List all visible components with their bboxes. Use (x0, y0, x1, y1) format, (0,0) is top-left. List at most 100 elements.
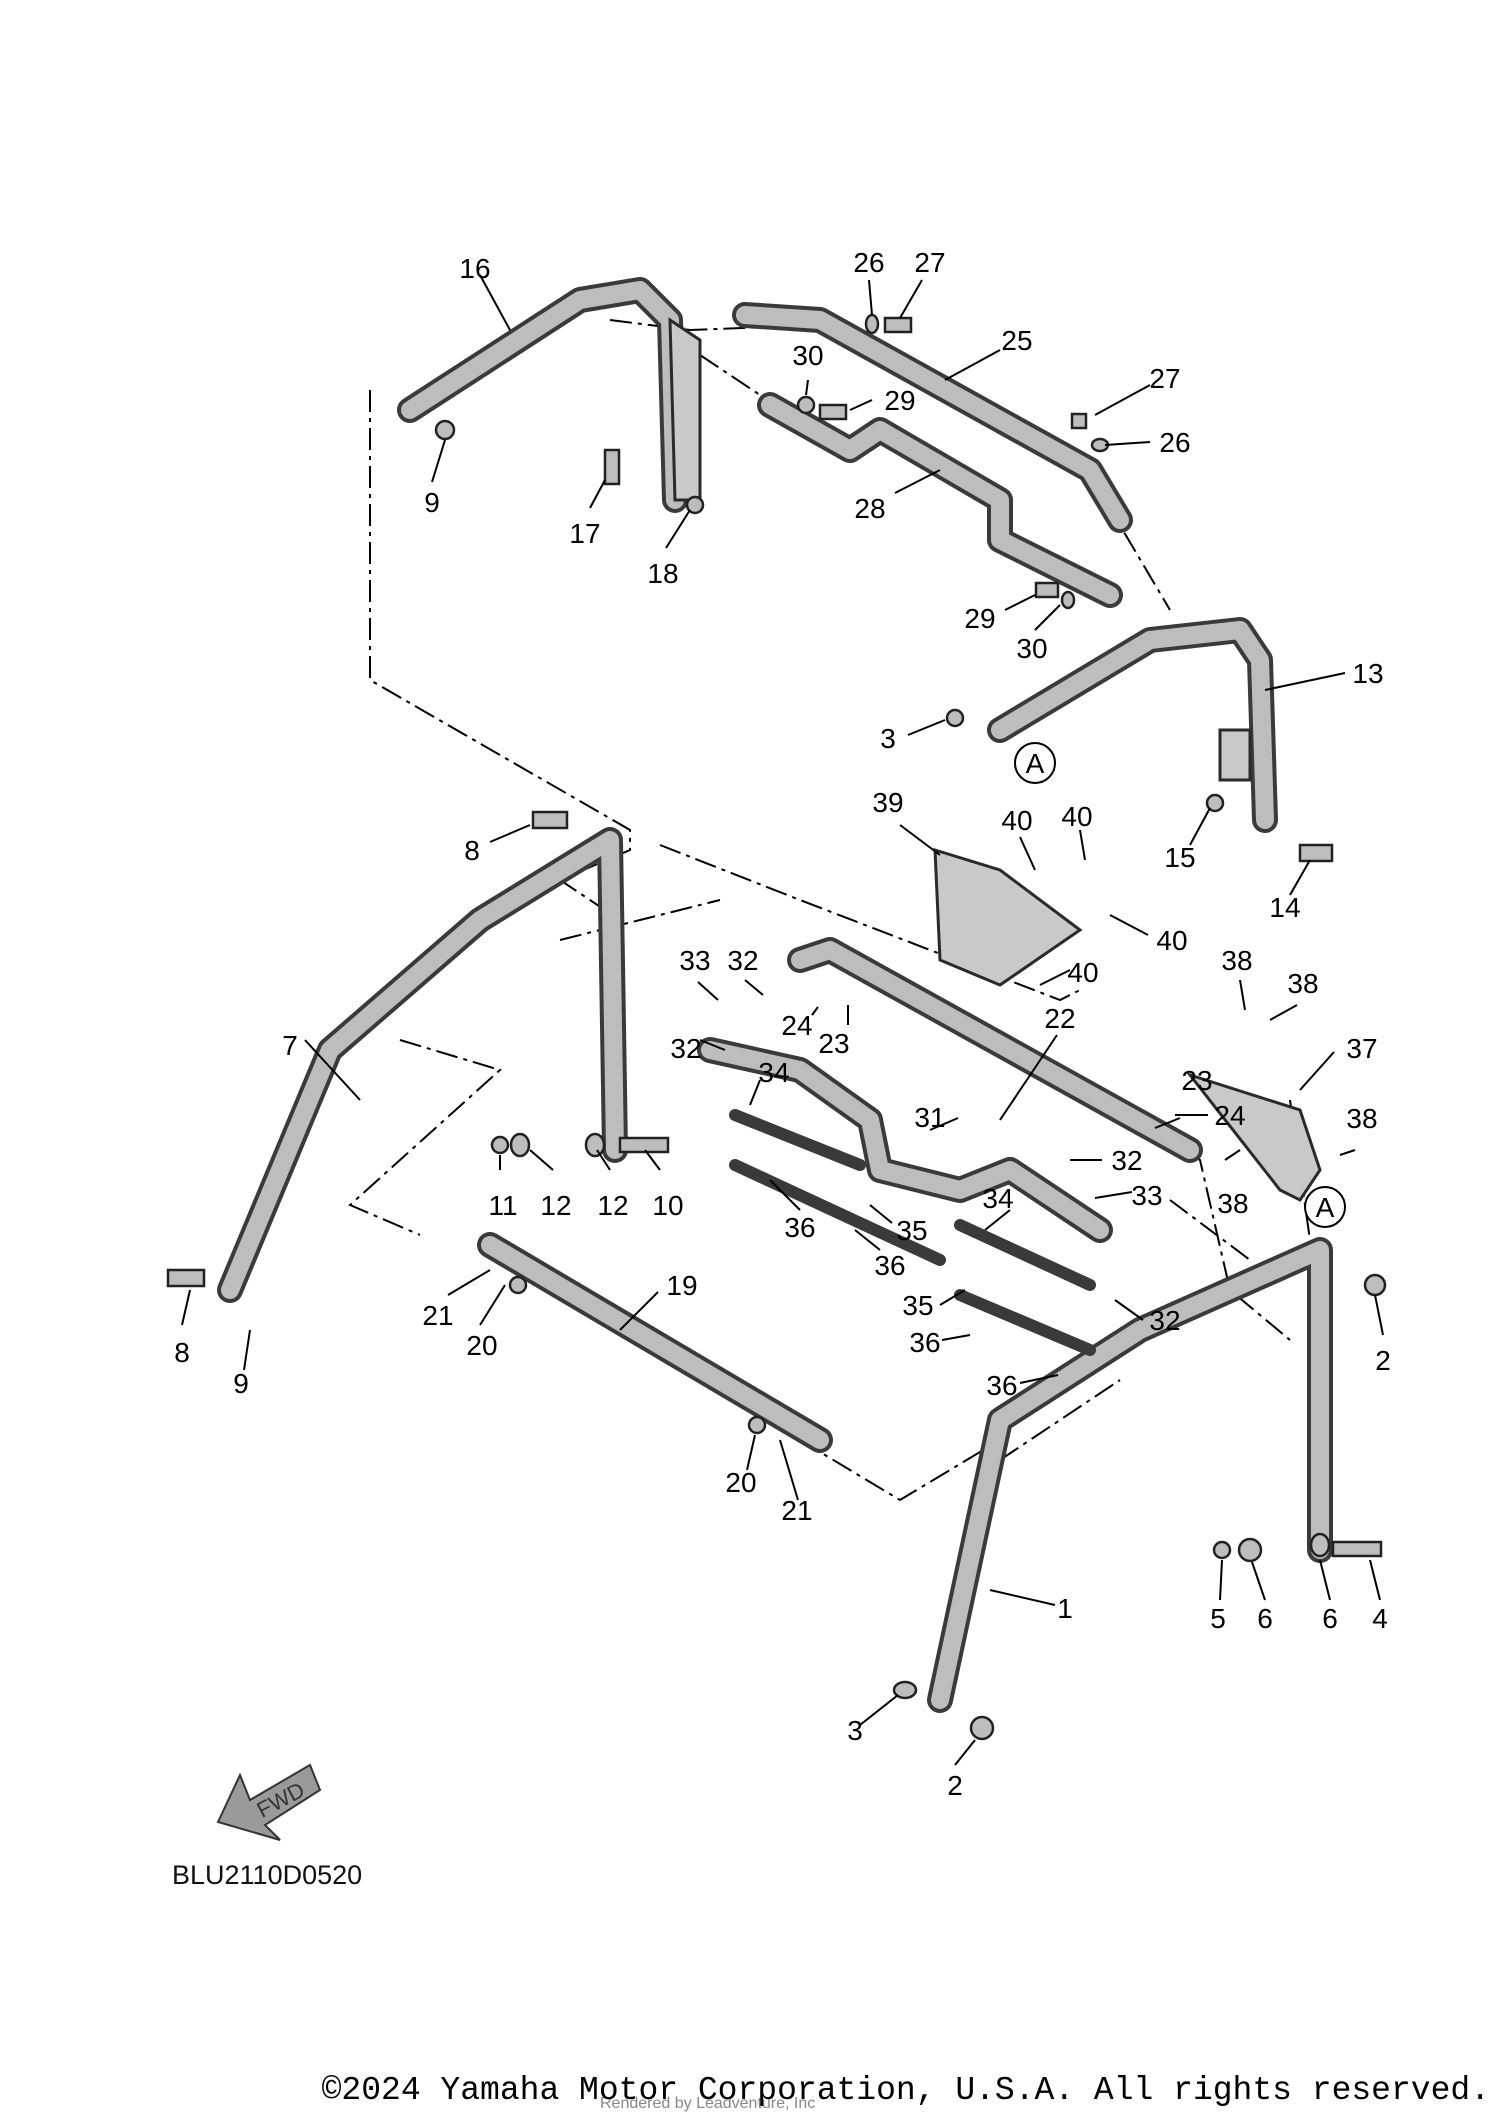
callout-36: 36 (986, 1370, 1017, 1401)
svg-text:A: A (1316, 1192, 1335, 1223)
callout-35: 35 (896, 1215, 927, 1246)
callout-23: 23 (1181, 1065, 1212, 1096)
callout-40: 40 (1061, 801, 1092, 832)
callout-34: 34 (982, 1183, 1013, 1214)
callout-38: 38 (1346, 1103, 1377, 1134)
callout-15: 15 (1164, 842, 1195, 873)
callout-7: 7 (282, 1030, 298, 1061)
callout-14: 14 (1269, 892, 1300, 923)
callout-3: 3 (880, 723, 896, 754)
part-18-nut (685, 495, 705, 515)
callout-5: 5 (1210, 1603, 1226, 1634)
watermark-text: Rendered by Leadventure, Inc (600, 2095, 816, 2112)
callout-6: 6 (1322, 1603, 1338, 1634)
callout-20: 20 (725, 1467, 756, 1498)
callout-12: 12 (597, 1190, 628, 1221)
diagram-code: BLU2110D0520 (172, 1860, 363, 1890)
callout-32: 32 (1149, 1305, 1180, 1336)
bracket-upper (668, 317, 702, 502)
part-8-bolt (531, 810, 569, 830)
part-37-plate (1185, 1072, 1322, 1202)
callout-24: 24 (781, 1010, 812, 1041)
ref-marker-upper: A (1014, 742, 1056, 784)
svg-text:A: A (1026, 748, 1045, 779)
part-14-bolt (1298, 843, 1334, 863)
callout-18: 18 (647, 558, 678, 589)
part-11-nut (490, 1135, 510, 1155)
part-27b-bolt (1070, 412, 1088, 430)
fwd-arrow-icon: FWD (216, 1763, 322, 1841)
callout-16: 16 (459, 253, 490, 284)
callout-33: 33 (679, 945, 710, 976)
part-5-nut (1212, 1540, 1232, 1560)
part-12-washer (509, 1132, 531, 1158)
hardware (166, 313, 1387, 1741)
callout-9: 9 (424, 487, 440, 518)
callout-39: 39 (872, 787, 903, 818)
part-2-nut (969, 1715, 995, 1741)
callout-23: 23 (818, 1028, 849, 1059)
callout-36: 36 (874, 1250, 905, 1281)
callout-27: 27 (1149, 363, 1180, 394)
callout-40: 40 (1001, 805, 1032, 836)
callout-32: 32 (1111, 1145, 1142, 1176)
bracket-rear (1218, 728, 1252, 782)
part-20-bolt (508, 1275, 528, 1295)
part-29-bolt (818, 403, 848, 421)
callout-37: 37 (1346, 1033, 1377, 1064)
callout-35: 35 (902, 1290, 933, 1321)
callout-30: 30 (1016, 633, 1047, 664)
part-15-nut (1205, 793, 1225, 813)
part-17-bolt (603, 448, 621, 486)
part-3b-washer (892, 1680, 918, 1700)
callout-9: 9 (233, 1368, 249, 1399)
callout-27: 27 (914, 247, 945, 278)
callout-36: 36 (909, 1327, 940, 1358)
callout-33: 33 (1131, 1180, 1162, 1211)
part-34b-rail (954, 1219, 1096, 1291)
part-9-nut (434, 419, 456, 441)
callout-36: 36 (784, 1212, 815, 1243)
callout-10: 10 (652, 1190, 683, 1221)
callout-26: 26 (1159, 427, 1190, 458)
callout-38: 38 (1287, 968, 1318, 999)
callout-40: 40 (1067, 957, 1098, 988)
callout-labels: 16 26 27 25 30 29 27 26 9 17 18 28 29 30… (174, 247, 1391, 1801)
callout-38: 38 (1221, 945, 1252, 976)
part-34-rail (729, 1109, 866, 1171)
frame-parts (217, 277, 1333, 1713)
part-8b-bolt (166, 1268, 206, 1288)
part-27-bolt (883, 316, 913, 334)
callout-32: 32 (670, 1033, 701, 1064)
part-39-plate (933, 847, 1083, 987)
callout-4: 4 (1372, 1603, 1388, 1634)
callout-2: 2 (1375, 1345, 1391, 1376)
part-30-washer (796, 395, 816, 415)
callout-34: 34 (758, 1057, 789, 1088)
part-30b-washer (1060, 590, 1076, 610)
callout-1: 1 (1057, 1593, 1073, 1624)
callout-13: 13 (1352, 658, 1383, 689)
part-7-left-pillar (217, 827, 628, 1303)
callout-6: 6 (1257, 1603, 1273, 1634)
callout-24: 24 (1214, 1100, 1245, 1131)
callout-21: 21 (781, 1495, 812, 1526)
callout-20: 20 (466, 1330, 497, 1361)
callout-19: 19 (666, 1270, 697, 1301)
callout-29: 29 (884, 385, 915, 416)
callout-28: 28 (854, 493, 885, 524)
callout-21: 21 (422, 1300, 453, 1331)
callout-30: 30 (792, 340, 823, 371)
callout-12: 12 (540, 1190, 571, 1221)
callout-32: 32 (727, 945, 758, 976)
callout-25: 25 (1001, 325, 1032, 356)
part-26-washer (864, 313, 880, 335)
part-35b-rail (954, 1289, 1096, 1356)
callout-11: 11 (488, 1190, 517, 1221)
callout-8: 8 (174, 1337, 190, 1368)
callout-40: 40 (1156, 925, 1187, 956)
part-12b-washer (584, 1132, 606, 1158)
leader-lines (181, 274, 1384, 1766)
part-2b-bolt (1363, 1273, 1387, 1297)
part-6b-washer (1309, 1532, 1331, 1558)
